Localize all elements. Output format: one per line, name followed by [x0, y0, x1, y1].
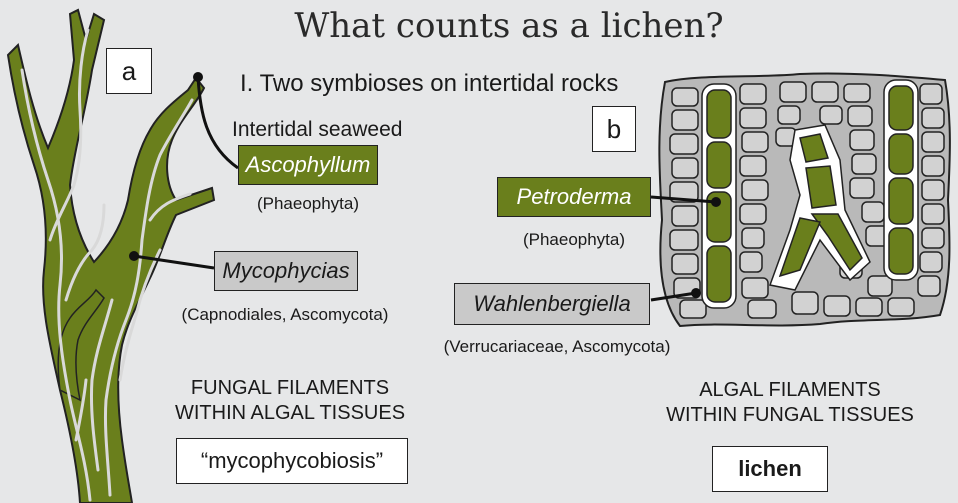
panel-b-letter: b — [592, 106, 636, 152]
mycophycias-taxonomy: (Capnodiales, Ascomycota) — [170, 305, 400, 325]
panel-b-caption-line1: ALGAL FILAMENTS — [640, 378, 940, 403]
mycophycobiosis-term: “mycophycobiosis” — [176, 438, 408, 484]
ascophyllum-taxonomy: (Phaeophyta) — [238, 194, 378, 214]
petroderma-taxonomy: (Phaeophyta) — [497, 230, 651, 250]
seaweed-heading: Intertidal seaweed — [232, 118, 402, 142]
wahlenbergiella-label: Wahlenbergiella — [454, 283, 650, 325]
panel-b-caption-line2: WITHIN FUNGAL TISSUES — [640, 403, 940, 428]
ascophyllum-label: Ascophyllum — [238, 145, 378, 185]
panel-b-caption: ALGAL FILAMENTS WITHIN FUNGAL TISSUES — [640, 378, 940, 428]
page-title: What counts as a lichen? — [0, 6, 958, 46]
wahlenbergiella-taxonomy: (Verrucariaceae, Ascomycota) — [426, 337, 688, 357]
panel-a-caption-line2: WITHIN ALGAL TISSUES — [160, 401, 420, 426]
subtitle: I. Two symbioses on intertidal rocks — [240, 70, 618, 98]
lichen-term: lichen — [712, 446, 828, 492]
mycophycias-label: Mycophycias — [214, 251, 358, 291]
panel-a-caption-line1: FUNGAL FILAMENTS — [160, 376, 420, 401]
petroderma-label: Petroderma — [497, 177, 651, 217]
panel-a-letter: a — [106, 48, 152, 94]
panel-a-caption: FUNGAL FILAMENTS WITHIN ALGAL TISSUES — [160, 376, 420, 426]
